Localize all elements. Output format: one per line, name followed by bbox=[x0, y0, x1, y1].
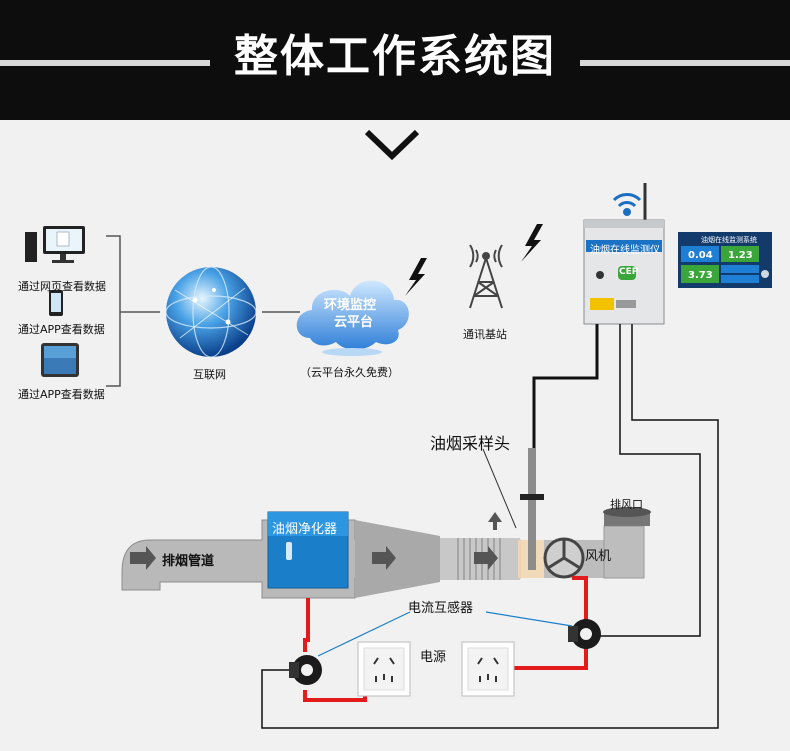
devices-bracket bbox=[106, 235, 121, 387]
screen-value-2: 1.23 bbox=[728, 250, 753, 261]
desktop-computer-icon bbox=[25, 226, 85, 263]
exhaust-pipe-label: 排烟管道 bbox=[162, 554, 215, 569]
label-pointer bbox=[482, 448, 517, 529]
flow-arrow-icon bbox=[130, 546, 156, 570]
base-station-tower-icon bbox=[469, 244, 503, 309]
label-pointer bbox=[317, 611, 411, 657]
current-transformer-icon bbox=[568, 619, 601, 649]
monitor-cabinet bbox=[583, 219, 665, 325]
flow-arrow-icon bbox=[372, 546, 396, 570]
sampling-cable bbox=[532, 324, 599, 448]
fan-label: 风机 bbox=[585, 549, 612, 564]
purifier-unit bbox=[267, 511, 349, 589]
chevron-down-icon bbox=[364, 129, 420, 161]
cloud-label-line2: 云平台 bbox=[334, 315, 374, 330]
up-arrow-icon bbox=[488, 512, 502, 530]
cep-mark: CEP bbox=[619, 267, 639, 277]
page-title: 整体工作系统图 bbox=[210, 26, 580, 88]
pc-label: 通过网页查看数据 bbox=[18, 280, 106, 293]
power-outlet-icon bbox=[357, 641, 411, 697]
lightning-icon bbox=[521, 224, 543, 262]
power-outlet-icon bbox=[461, 641, 515, 697]
purifier-label: 油烟净化器 bbox=[272, 522, 338, 537]
cloud-note: （云平台永久免费） bbox=[300, 366, 399, 379]
sensor-label: 电流互感器 bbox=[408, 601, 474, 616]
signal-cable bbox=[261, 324, 719, 729]
internet-globe-icon bbox=[165, 266, 257, 358]
tablet-label: 通过APP查看数据 bbox=[18, 388, 105, 401]
lightning-icon bbox=[405, 258, 427, 296]
header-band: 整体工作系统图 bbox=[0, 0, 790, 120]
sampling-probe bbox=[528, 448, 536, 570]
phone-label: 通过APP查看数据 bbox=[18, 323, 105, 336]
screen-title: 油烟在线监测系统 bbox=[701, 236, 757, 244]
data-screen bbox=[678, 232, 772, 288]
power-label: 电源 bbox=[420, 650, 447, 665]
cloud-label-line1: 环境监控 bbox=[324, 298, 377, 313]
label-pointer bbox=[485, 611, 573, 627]
flow-arrow-icon bbox=[474, 546, 498, 570]
power-wire bbox=[303, 598, 310, 652]
sampling-head-label: 油烟采样头 bbox=[430, 434, 511, 453]
screen-value-3: 3.73 bbox=[688, 270, 713, 281]
smartphone-icon bbox=[49, 290, 63, 316]
internet-label: 互联网 bbox=[193, 368, 226, 381]
signal-cable bbox=[600, 324, 701, 637]
cloud-platform-icon bbox=[296, 280, 409, 356]
base-station-label: 通讯基站 bbox=[463, 328, 507, 341]
power-wire bbox=[572, 576, 588, 620]
tablet-icon bbox=[41, 343, 79, 377]
monitor-label: 油烟在线监测仪 bbox=[590, 245, 660, 256]
wifi-icon bbox=[612, 193, 642, 216]
fan-icon bbox=[543, 537, 585, 579]
outlet-label: 排风口 bbox=[610, 498, 643, 511]
current-transformer-icon bbox=[289, 655, 322, 685]
power-wire bbox=[512, 648, 588, 670]
screen-value-1: 0.04 bbox=[688, 250, 713, 261]
